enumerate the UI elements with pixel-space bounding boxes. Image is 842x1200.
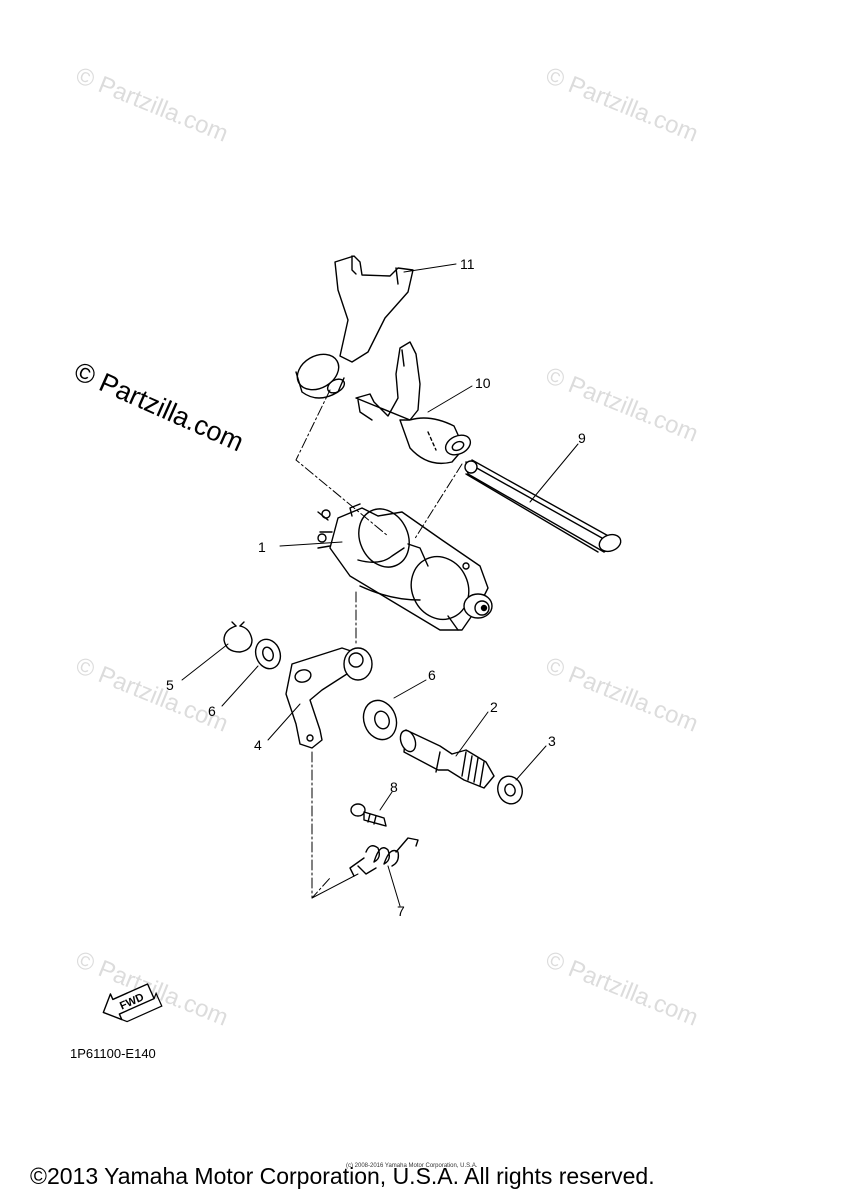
- callout-3: 3: [548, 733, 556, 749]
- part-4-shift-lever: [285, 647, 373, 749]
- part-10-shift-fork: [355, 341, 472, 465]
- part-8-bolt: [350, 803, 387, 827]
- callout-9: 9: [578, 430, 586, 446]
- part-9-guide-bar: [464, 459, 622, 553]
- part-7-spring: [349, 837, 419, 877]
- copyright-notice: ©2013 Yamaha Motor Corporation, U.S.A. A…: [30, 1163, 655, 1189]
- callout-7: 7: [397, 903, 405, 919]
- callout-5: 5: [166, 677, 174, 693]
- callout-6-left: 6: [208, 703, 216, 719]
- part-6-washer-left: [254, 638, 282, 670]
- callout-10: 10: [475, 375, 491, 391]
- fwd-label: FWD: [118, 991, 146, 1012]
- callout-8: 8: [390, 779, 398, 795]
- callout-11: 11: [460, 256, 475, 272]
- part-3-washer: [497, 775, 523, 805]
- fwd-arrow-icon: FWD: [102, 983, 163, 1023]
- callout-4: 4: [254, 737, 262, 753]
- callout-6-right: 6: [428, 667, 436, 683]
- part-2-stopper-bolt: [399, 729, 495, 789]
- callout-1: 1: [258, 539, 266, 555]
- part-5-circlip: [223, 621, 253, 653]
- callout-2: 2: [490, 699, 498, 715]
- part-code: 1P61100-E140: [70, 1046, 156, 1061]
- part-6-washer-right: [362, 699, 398, 741]
- tiny-notice: (c) 2008-2016 Yamaha Motor Corporation, …: [346, 1163, 478, 1169]
- part-11-shift-fork: [295, 255, 414, 399]
- part-1-shift-drum: [317, 503, 493, 631]
